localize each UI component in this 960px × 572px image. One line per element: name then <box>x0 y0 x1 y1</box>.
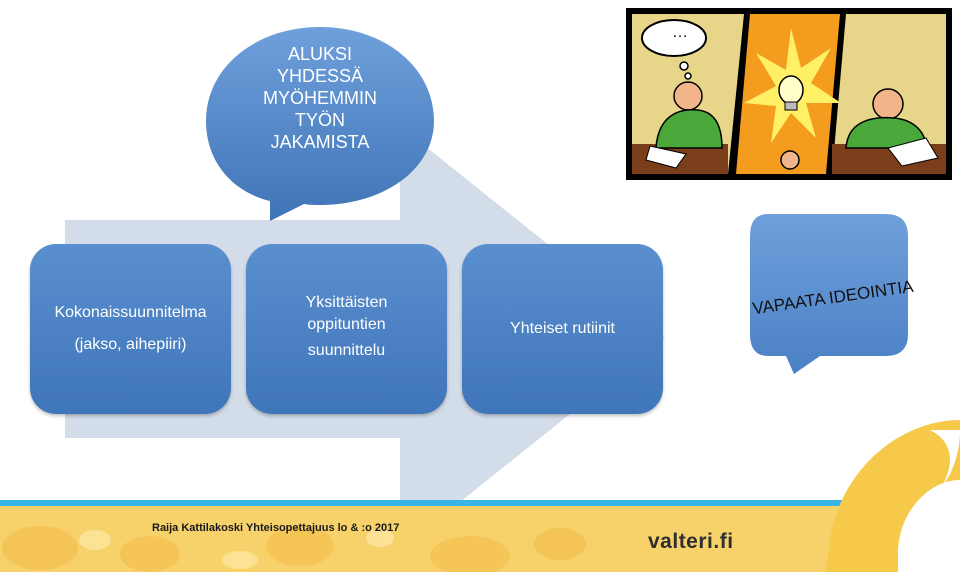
side-callout <box>750 214 908 374</box>
thought-ellipsis: … <box>672 24 688 41</box>
bubble-line: ALUKSI <box>287 44 353 64</box>
step-label-line: (jakso, aihepiiri) <box>74 336 187 353</box>
step-label-line: oppituntien <box>307 316 386 333</box>
bubble-line: YHDESSÄ <box>276 66 364 86</box>
step-label-line: Yksittäisten <box>305 294 388 311</box>
process-step-lesson-planning: Yksittäisten oppituntien suunnittelu <box>246 244 447 414</box>
speech-bubble-text: ALUKSI YHDESSÄ MYÖHEMMIN TYÖN JAKAMISTA <box>240 43 400 153</box>
bubble-line: MYÖHEMMIN <box>263 88 377 108</box>
brand-swoosh <box>826 420 960 572</box>
step-label-line: Yhteiset rutiinit <box>510 320 615 337</box>
brand-logo-text: valteri.fi <box>648 530 734 553</box>
process-step-shared-routines: Yhteiset rutiinit <box>462 244 663 414</box>
step-label-line: Kokonaissuunnitelma <box>54 304 207 321</box>
footer-credit: Raija Kattilakoski Yhteisopettajuus lo &… <box>152 522 400 534</box>
speech-bubble <box>206 27 434 221</box>
process-step-overall-plan: Kokonaissuunnitelma (jakso, aihepiiri) <box>30 244 231 414</box>
bubble-line: JAKAMISTA <box>270 132 370 152</box>
step-label-line: suunnittelu <box>307 342 386 359</box>
brainstorm-cartoon <box>626 8 952 180</box>
bubble-line: TYÖN <box>294 110 345 130</box>
footer-band <box>0 500 960 572</box>
